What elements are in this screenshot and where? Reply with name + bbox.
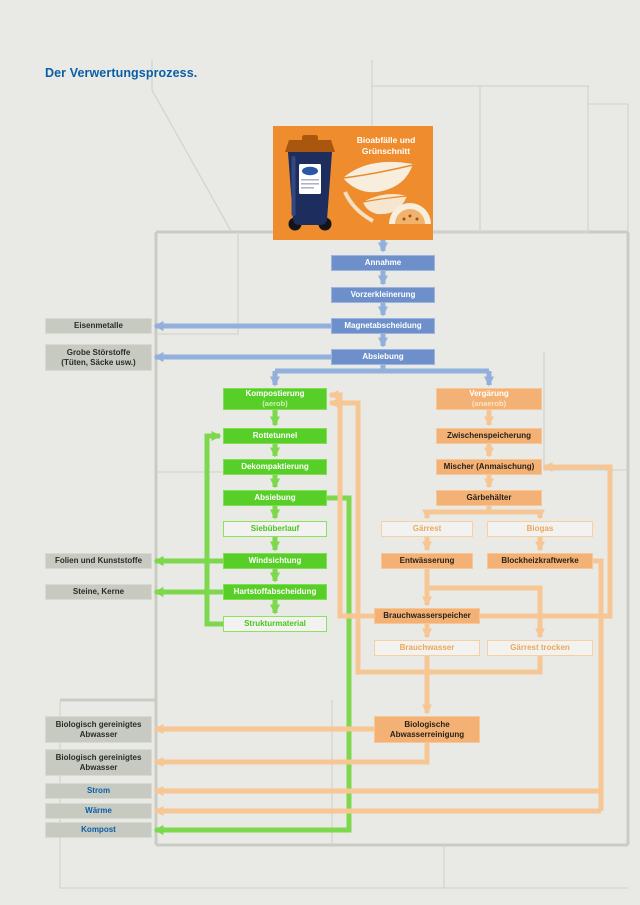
arrow-speicher-to-kompostierung bbox=[328, 390, 374, 619]
box-vorzerkleinerung: Vorzerkleinerung bbox=[331, 287, 435, 303]
box-kompostierung-header: Kompostierung (aerob) bbox=[223, 388, 327, 410]
abwasser-a-line1: Biologisch gereinigtes bbox=[55, 719, 142, 729]
box-steine-kerne: Steine, Kerne bbox=[45, 584, 152, 600]
box-rottetunnel: Rottetunnel bbox=[223, 428, 327, 444]
box-windsichtung: Windsichtung bbox=[223, 553, 327, 569]
arrow-absiebung-to-kompost bbox=[153, 495, 352, 835]
box-strom: Strom bbox=[45, 783, 152, 799]
box-vergaerung-header: Vergärung (anaerob) bbox=[436, 388, 542, 410]
vergaerung-line2: (anaerob) bbox=[471, 399, 507, 409]
box-folien-und-kunststoffe: Folien und Kunststoffe bbox=[45, 553, 152, 569]
kompostierung-line2: (aerob) bbox=[262, 399, 288, 409]
box-zwischenspeicherung: Zwischenspeicherung bbox=[436, 428, 542, 444]
waste-bin bbox=[285, 135, 335, 231]
arrow-entwaesserung-to-gaerrest-trocken bbox=[427, 585, 545, 639]
box-waerme: Wärme bbox=[45, 803, 152, 819]
box-annahme: Annahme bbox=[331, 255, 435, 271]
box-brauchwasser: Brauchwasser bbox=[374, 640, 480, 656]
melon-slice bbox=[389, 203, 431, 224]
arrow-abwasserreinigung-to-abwasser-b bbox=[153, 743, 430, 767]
box-dekompaktierung: Dekompaktierung bbox=[223, 459, 327, 475]
arrow-gaerrest-trocken-to-kompostierung bbox=[328, 398, 543, 675]
line-absiebung-split bbox=[275, 365, 489, 374]
grobe-line1: Grobe Störstoffe bbox=[66, 347, 131, 357]
box-strukturmaterial: Strukturmaterial bbox=[223, 616, 327, 632]
box-absiebung-blau: Absiebung bbox=[331, 349, 435, 365]
source-illustration-box: Bioabfälle und Grünschnitt bbox=[273, 126, 433, 240]
abwasser-b-line1: Biologisch gereinigtes bbox=[55, 752, 142, 762]
box-biologisch-gereinigtes-abwasser-a: Biologisch gereinigtes Abwasser bbox=[45, 716, 152, 743]
box-eisenmetalle: Eisenmetalle bbox=[45, 318, 152, 334]
box-gaerrest-trocken: Gärrest trocken bbox=[487, 640, 593, 656]
abwasser-a-line2: Abwasser bbox=[79, 729, 118, 739]
grobe-line2: (Tüten, Säcke usw.) bbox=[61, 357, 136, 367]
box-gaerrest: Gärrest bbox=[381, 521, 473, 537]
line-bhkw-distribution bbox=[593, 558, 604, 811]
box-gaerbehaelter: Gärbehälter bbox=[436, 490, 542, 506]
box-kompost: Kompost bbox=[45, 822, 152, 838]
box-entwaesserung: Entwässerung bbox=[381, 553, 473, 569]
box-absiebung-gruen: Absiebung bbox=[223, 490, 327, 506]
abwasserreinigung-line2: Abwasserreinigung bbox=[389, 729, 465, 739]
page-title: Der Verwertungsprozess. bbox=[45, 66, 198, 80]
kompostierung-line1: Kompostierung bbox=[245, 389, 305, 399]
source-label-line1: Bioabfälle bbox=[356, 135, 398, 145]
bin-and-leaves-illustration bbox=[285, 135, 431, 231]
source-label: Bioabfälle und Grünschnitt bbox=[343, 135, 429, 157]
arrow-speicher-to-mischer bbox=[480, 462, 613, 619]
arrow-strukturmaterial-to-rottetunnel bbox=[204, 431, 223, 627]
box-biologische-abwasserreinigung: Biologische Abwasserreinigung bbox=[374, 716, 480, 743]
flow-arrows-orange bbox=[153, 390, 613, 816]
flow-arrows-blue bbox=[153, 240, 494, 387]
vergaerung-line1: Vergärung bbox=[469, 389, 509, 399]
box-hartstoffabscheidung: Hartstoffabscheidung bbox=[223, 584, 327, 600]
box-biogas: Biogas bbox=[487, 521, 593, 537]
box-mischer: Mischer (Anmaischung) bbox=[436, 459, 542, 475]
abwasser-b-line2: Abwasser bbox=[79, 762, 118, 772]
box-grobe-stoerstoffe: Grobe Störstoffe (Tüten, Säcke usw.) bbox=[45, 344, 152, 371]
line-gaerbehaelter-split bbox=[427, 506, 540, 515]
leaf-shapes bbox=[342, 161, 414, 223]
box-biologisch-gereinigtes-abwasser-b: Biologisch gereinigtes Abwasser bbox=[45, 749, 152, 776]
box-blockheizkraftwerke: Blockheizkraftwerke bbox=[487, 553, 593, 569]
box-siebueberlauf: Siebüberlauf bbox=[223, 521, 327, 537]
source-label-line2: und Grünschnitt bbox=[361, 135, 416, 157]
abwasserreinigung-line1: Biologische bbox=[404, 719, 450, 729]
box-magnetabscheidung: Magnetabscheidung bbox=[331, 318, 435, 334]
box-brauchwasserspeicher: Brauchwasserspeicher bbox=[374, 608, 480, 624]
